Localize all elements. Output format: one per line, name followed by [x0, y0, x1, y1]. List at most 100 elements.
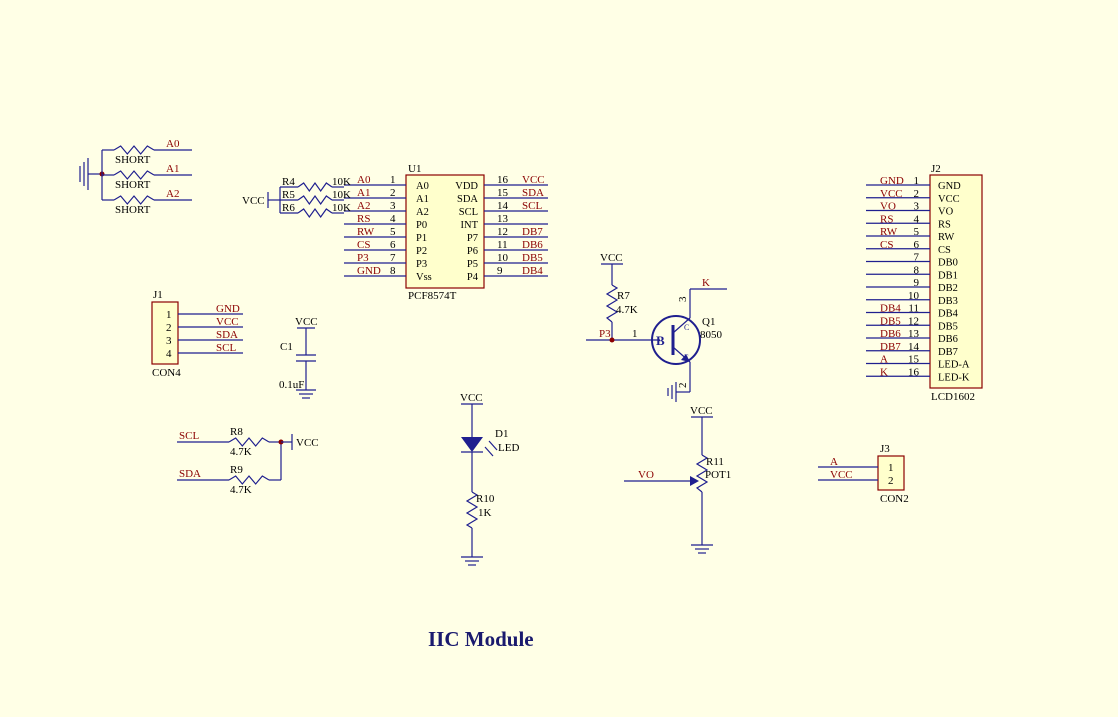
- q1-out-net: K: [702, 277, 710, 289]
- j2-pin-number: 1: [914, 175, 920, 187]
- j2-pin-name: DB2: [938, 283, 958, 294]
- j2-net-label: DB5: [880, 315, 901, 327]
- j2-net-label: RW: [880, 226, 898, 238]
- q1-ref: Q1: [702, 316, 715, 328]
- j2-pin-name: RW: [938, 232, 954, 243]
- j2-pin-number: 4: [914, 213, 920, 225]
- q1-part: 8050: [700, 329, 723, 341]
- u1-ref: U1: [408, 163, 421, 175]
- resistor-symbol: [297, 207, 333, 219]
- j2-pin-number: 13: [908, 328, 920, 340]
- short-label: SHORT: [115, 179, 151, 191]
- u1-pin-number: 16: [497, 174, 509, 186]
- addr-res-ref: R4: [282, 176, 295, 188]
- j1-net-label: SDA: [216, 329, 238, 341]
- j1-ref: J1: [153, 289, 163, 301]
- j2-pin-number: 8: [914, 264, 920, 276]
- r10-resistor: [465, 491, 479, 529]
- u1-net-label: VCC: [522, 174, 545, 186]
- u1-pin-name: INT: [461, 220, 479, 231]
- pot-ref: R11: [706, 456, 724, 468]
- u1-pin-name: P7: [467, 233, 478, 244]
- u1-pin-number: 8: [390, 265, 396, 277]
- u1-net-label: CS: [357, 239, 370, 251]
- c1-value: 0.1uF: [279, 379, 304, 391]
- pullup-net-label: SCL: [179, 430, 199, 442]
- u1-pin-name: P6: [467, 246, 478, 257]
- u1-net-label: A1: [357, 187, 370, 199]
- short-net-label: A2: [166, 188, 179, 200]
- u1-pin-name: SCL: [459, 207, 478, 218]
- u1-pin-number: 7: [390, 252, 396, 264]
- d1-ref: D1: [495, 428, 508, 440]
- j2-net-label: DB4: [880, 303, 901, 315]
- j2-net-label: A: [880, 354, 888, 366]
- pullup-resistor: [228, 437, 270, 447]
- u1-net-label: RS: [357, 213, 370, 225]
- j2-pin-name: VO: [938, 207, 954, 218]
- u1-pin-name: P5: [467, 259, 478, 270]
- j1-pin-number: 2: [166, 322, 172, 334]
- pot-vcc-label: VCC: [690, 405, 713, 417]
- u1-net-label: SDA: [522, 187, 544, 199]
- u1-pin-name: P0: [416, 220, 427, 231]
- u1-pin-name: VDD: [455, 181, 478, 192]
- j2-net-label: RS: [880, 213, 893, 225]
- j2-pin-number: 10: [908, 290, 920, 302]
- j2-net-label: DB7: [880, 341, 901, 353]
- j2-pin-number: 16: [908, 366, 920, 378]
- r7-value: 4.7K: [616, 304, 638, 316]
- r10-value: 1K: [478, 507, 492, 519]
- j2-part: LCD1602: [931, 391, 975, 403]
- j3-pin-number: 2: [888, 475, 894, 487]
- resistor-symbol: [297, 194, 333, 206]
- u1-pin-number: 15: [497, 187, 509, 199]
- j2-pin-name: GND: [938, 181, 961, 192]
- led-symbol: [461, 437, 483, 452]
- j2-pin-number: 5: [914, 226, 920, 238]
- q1-body: [651, 315, 701, 365]
- led-indicator: VCC D1 LED R10 1K: [460, 392, 519, 566]
- j2-pin-name: DB0: [938, 258, 958, 269]
- r7-ref: R7: [617, 290, 630, 302]
- j2-pin-name: DB6: [938, 334, 958, 345]
- j2-pin-name: LED-K: [938, 372, 970, 383]
- u1-body: [405, 174, 485, 289]
- addr-res-ref: R6: [282, 202, 295, 214]
- j2-ref: J2: [931, 163, 941, 175]
- j2-pin-number: 12: [908, 315, 919, 327]
- j2-pin-number: 15: [908, 354, 920, 366]
- j3-pin-number: 1: [888, 462, 894, 474]
- r7-resistor: [605, 284, 619, 323]
- d1-vcc-label: VCC: [460, 392, 483, 404]
- j2-pin-number: 7: [914, 252, 920, 264]
- j3-ref: J3: [880, 443, 890, 455]
- pullup-value: 4.7K: [230, 446, 252, 458]
- short-label: SHORT: [115, 204, 151, 216]
- u1-pin-name: P3: [416, 259, 427, 270]
- pullup-vcc-label: VCC: [296, 437, 319, 449]
- junction-dot: [609, 337, 615, 343]
- u1-pin-name: A2: [416, 207, 429, 218]
- j2-pin-name: DB7: [938, 347, 958, 358]
- j3-part: CON2: [880, 493, 909, 505]
- u1-part: PCF8574T: [408, 290, 457, 302]
- u1-pin-number: 3: [390, 200, 396, 212]
- short-resistor: [113, 145, 155, 155]
- j2-pin-number: 14: [908, 341, 920, 353]
- c1-ref: C1: [280, 341, 293, 353]
- c1-vcc-label: VCC: [295, 316, 318, 328]
- addr-res-value: 10K: [332, 176, 351, 188]
- j1-pin-number: 3: [166, 335, 172, 347]
- j3-body: [877, 455, 905, 491]
- u1-net-label: DB6: [522, 239, 543, 251]
- j2-pin-number: 3: [914, 201, 920, 213]
- u1-pin-name: P2: [416, 246, 427, 257]
- u1-pin-number: 9: [497, 265, 503, 277]
- pot-resistor: [695, 454, 709, 493]
